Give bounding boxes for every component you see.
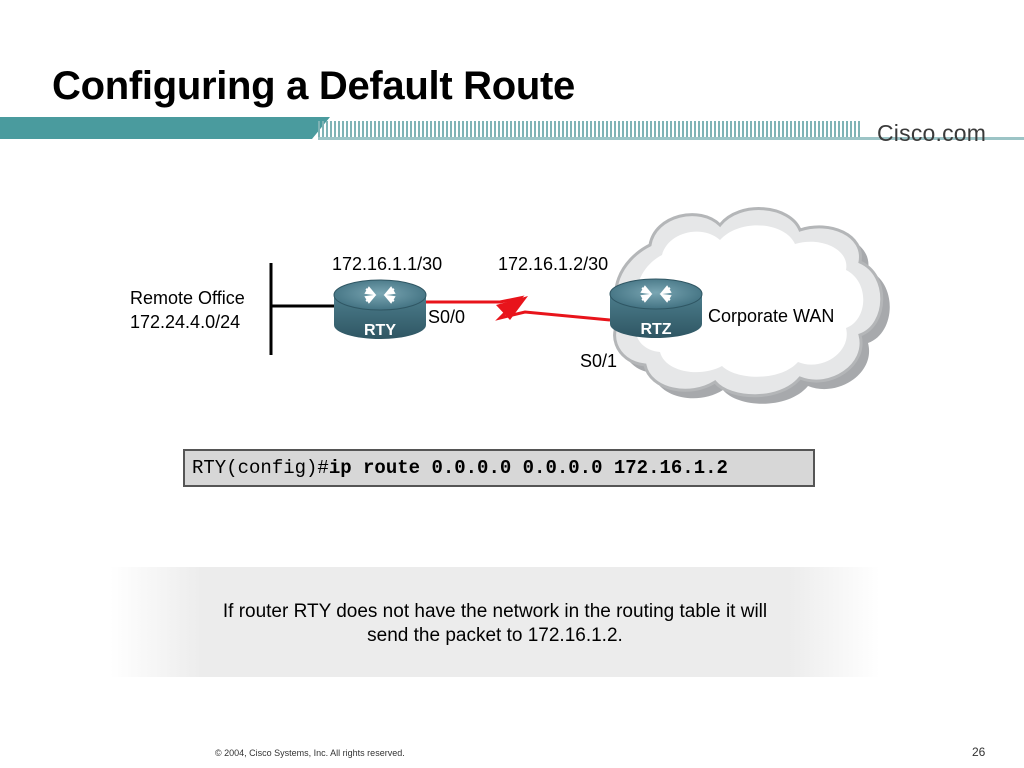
remote-office-network: 172.24.4.0/24: [130, 312, 240, 332]
command-box: RTY(config)#ip route 0.0.0.0 0.0.0.0 172…: [183, 449, 815, 487]
explanation-line-2: send the packet to 172.16.1.2.: [367, 625, 623, 646]
corporate-wan-cloud: Corporate WAN: [613, 207, 890, 404]
page-number: 26: [972, 745, 986, 759]
serial-link: [420, 295, 611, 322]
rtz-ip-address: 172.16.1.2/30: [498, 254, 608, 274]
command-prompt: RTY(config)#: [192, 457, 329, 479]
router-rty-label: RTY: [364, 322, 396, 339]
network-diagram: Corporate WAN Remote Office 172.24.4.0/2…: [130, 207, 890, 404]
explanation-text: If router RTY does not have the network …: [110, 600, 880, 648]
remote-office-lan: [269, 263, 340, 355]
wan-label: Corporate WAN: [708, 306, 834, 326]
rty-interface: S0/0: [428, 307, 465, 327]
copyright-footer: © 2004, Cisco Systems, Inc. All rights r…: [215, 748, 405, 758]
router-rty-icon: RTY: [333, 279, 427, 339]
remote-office-name: Remote Office: [130, 288, 245, 308]
router-rtz-label: RTZ: [640, 321, 671, 338]
header-banner: [0, 117, 1024, 140]
explanation-panel: If router RTY does not have the network …: [110, 567, 880, 677]
rty-ip-address: 172.16.1.1/30: [332, 254, 442, 274]
cisco-logo: Cisco.com: [877, 120, 987, 146]
explanation-line-1: If router RTY does not have the network …: [222, 601, 768, 622]
rtz-interface: S0/1: [580, 351, 617, 371]
router-rtz-icon: RTZ: [609, 278, 703, 338]
slide-title: Configuring a Default Route: [52, 64, 575, 108]
command-text: ip route 0.0.0.0 0.0.0.0 172.16.1.2: [328, 457, 728, 479]
